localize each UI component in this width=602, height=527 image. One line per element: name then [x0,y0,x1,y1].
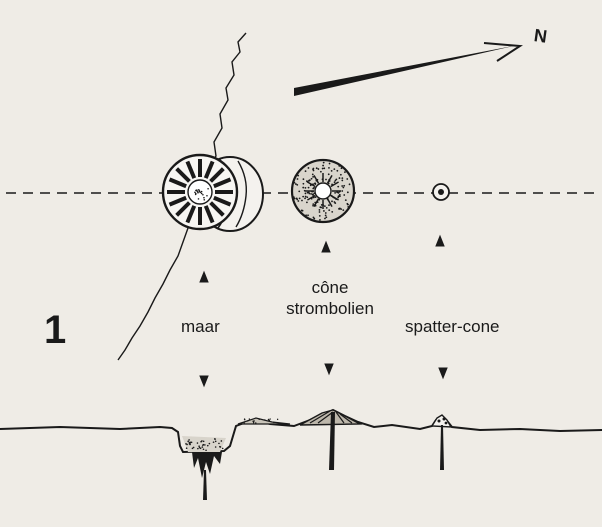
figure-number: 1 [44,308,67,352]
cone-label: cône strombolien [268,277,392,319]
ground-line [0,408,602,454]
cross-section [0,408,602,500]
cone-plan-view [290,158,356,224]
north-arrow [294,42,523,96]
spatter-cone-plan-view [432,183,450,201]
maar-plan-view [161,153,264,232]
cone-label-line2: strombolien [286,299,374,318]
spatter-cone-label: spatter-cone [405,317,500,336]
maar-label: maar [181,317,220,336]
arrows [199,234,448,388]
cone-label-line1: cône [311,278,349,297]
